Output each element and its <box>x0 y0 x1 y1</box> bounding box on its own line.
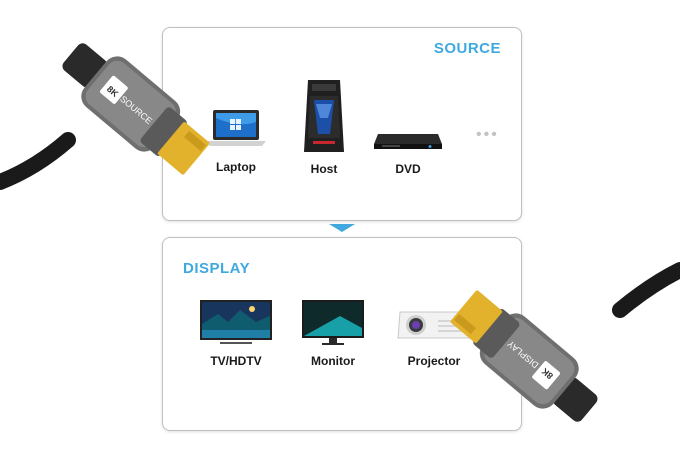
dvd-player-icon <box>374 134 442 149</box>
dp-8k-icon: 8K <box>99 75 128 104</box>
pc-tower-icon <box>304 80 344 152</box>
laptop-icon <box>206 110 266 146</box>
source-panel: SOURCE Laptop Hos <box>162 27 522 221</box>
top-badge: 8K <box>105 84 121 99</box>
device-tv: TV/HDTV <box>191 298 281 368</box>
device-label-projector: Projector <box>407 354 461 368</box>
monitor-icon <box>302 300 364 345</box>
display-panel: DISPLAY TV/HDTV Monitor <box>162 237 522 431</box>
tv-icon <box>200 300 272 344</box>
cable-strain-relief <box>62 43 108 88</box>
bottom-badge: 8K <box>539 366 555 381</box>
device-host: Host <box>279 78 369 176</box>
down-arrow-icon <box>329 224 355 232</box>
device-monitor: Monitor <box>288 298 378 368</box>
device-label-host: Host <box>310 162 338 176</box>
device-dvd: DVD <box>363 128 453 176</box>
device-laptop: Laptop <box>191 106 281 174</box>
source-title: SOURCE <box>433 40 501 57</box>
dp-8k-icon: 8K <box>532 361 561 390</box>
cable-strain-relief <box>552 377 598 422</box>
device-label-laptop: Laptop <box>216 160 256 174</box>
device-label-dvd: DVD <box>395 162 421 176</box>
device-label-monitor: Monitor <box>311 354 355 368</box>
display-title: DISPLAY <box>183 260 251 277</box>
projector-icon <box>397 311 471 339</box>
more-devices-indicator: ••• <box>476 126 499 143</box>
device-label-tv: TV/HDTV <box>210 354 262 368</box>
top-end-label: SOURCE <box>118 94 154 126</box>
device-projector: Projector <box>389 302 479 368</box>
